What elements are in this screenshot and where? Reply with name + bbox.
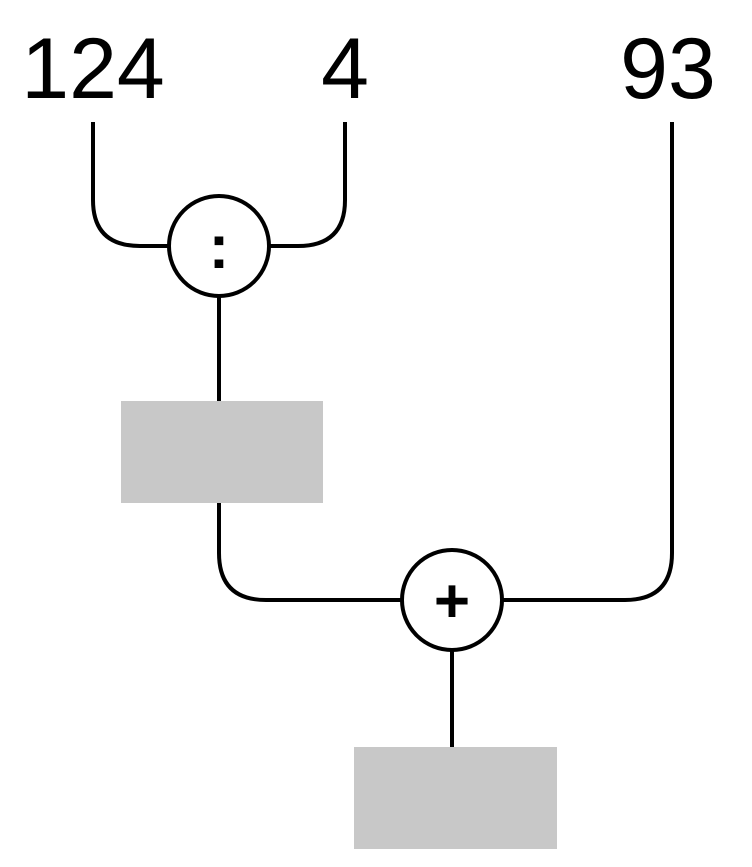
- input-number-93: 93: [620, 21, 716, 117]
- add-symbol: +: [434, 567, 470, 636]
- divide-symbol: :: [209, 213, 230, 282]
- add-answer-box[interactable]: [354, 747, 557, 849]
- divide-answer-box[interactable]: [121, 401, 323, 503]
- wire-box-to-add: [217, 502, 403, 602]
- divide-operator-node: :: [167, 194, 271, 298]
- wire-93-to-add: [503, 122, 674, 602]
- wire-124-to-divide: [91, 122, 170, 248]
- input-number-124: 124: [21, 21, 165, 117]
- add-operator-node: +: [400, 548, 504, 652]
- wire-4-to-divide: [270, 122, 347, 248]
- add-circle: [400, 548, 504, 652]
- divide-circle: [167, 194, 271, 298]
- input-number-4: 4: [321, 21, 369, 117]
